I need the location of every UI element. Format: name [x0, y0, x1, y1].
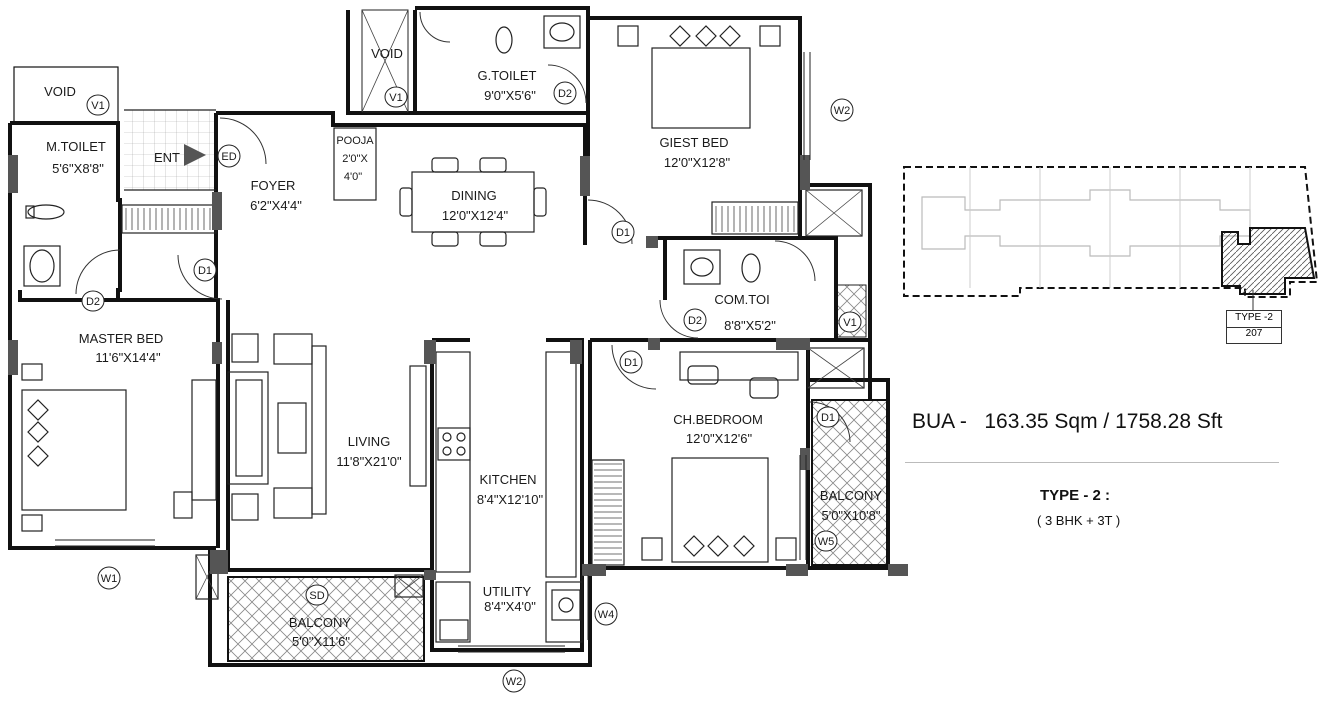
svg-text:V1: V1: [389, 92, 402, 104]
svg-text:D1: D1: [624, 357, 638, 369]
master-toilet-size: 5'6"X8'8": [52, 161, 104, 176]
svg-text:D2: D2: [86, 296, 100, 308]
balcony-right-name: BALCONY: [820, 488, 882, 503]
tag-w4: W4: [594, 602, 618, 626]
guest-bed-name: GIEST BED: [659, 135, 728, 150]
key-plan-legend: TYPE -2 207: [1226, 310, 1282, 344]
entry-tiles: [124, 110, 216, 190]
tag-ed: ED: [217, 144, 241, 168]
balcony-bottom-size: 5'0"X11'6": [292, 634, 350, 649]
svg-text:V1: V1: [91, 100, 104, 112]
interior-lines: [121, 9, 865, 643]
tag-d1: D1: [619, 350, 643, 374]
key-plan-unit-highlight: [1221, 227, 1316, 295]
utility-name: UTILITY: [483, 584, 532, 599]
dining-name: DINING: [451, 188, 497, 203]
svg-text:W2: W2: [834, 105, 851, 117]
tag-d2: D2: [683, 308, 707, 332]
master-toilet-name: M.TOILET: [46, 139, 106, 154]
pooja-size-a: 2'0"X: [342, 153, 368, 165]
pillows: [27, 25, 755, 557]
svg-text:W2: W2: [506, 676, 523, 688]
windows: [55, 52, 811, 653]
toilet-fixtures: [23, 15, 761, 287]
tag-sd: SD: [305, 584, 329, 606]
svg-text:D2: D2: [558, 88, 572, 100]
opening-tags: V1 V1 V1 W2 W2 W1 W4 W5 D1 D1 D1 D1 D2 D…: [81, 81, 862, 693]
svg-text:D1: D1: [616, 227, 630, 239]
svg-text:D1: D1: [198, 265, 212, 277]
tag-d1: D1: [611, 220, 635, 244]
svg-text:D2: D2: [688, 315, 702, 327]
svg-text:W4: W4: [598, 609, 615, 621]
type-title: TYPE - 2 :: [1040, 487, 1111, 504]
foyer-size: 6'2"X4'4": [250, 198, 302, 213]
tag-v1: V1: [384, 86, 408, 108]
svg-text:SD: SD: [309, 590, 324, 602]
tag-w5: W5: [814, 530, 838, 552]
svg-text:D1: D1: [821, 412, 835, 424]
built-up-area: BUA - 163.35 Sqm / 1758.28 Sft: [912, 410, 1223, 433]
key-plan-type-label: TYPE -2: [1227, 311, 1281, 328]
dining-size: 12'0"X12'4": [442, 208, 509, 223]
type-subtitle: ( 3 BHK + 3T ): [1037, 513, 1121, 528]
furniture: [21, 25, 797, 641]
kitchen-size: 8'4"X12'10": [477, 492, 544, 507]
tag-v1: V1: [838, 311, 862, 333]
svg-text:ED: ED: [221, 151, 236, 163]
svg-text:V1: V1: [843, 317, 856, 329]
tag-v1: V1: [86, 94, 110, 116]
void-left-label: VOID: [44, 84, 76, 99]
balcony-bottom-name: BALCONY: [289, 615, 351, 630]
master-bed-name: MASTER BED: [79, 331, 164, 346]
common-toilet-size: 8'8"X5'2": [724, 318, 776, 333]
common-toilet-name: COM.TOI: [714, 292, 769, 307]
living-name: LIVING: [348, 434, 391, 449]
kitchen-name: KITCHEN: [479, 472, 536, 487]
entry-label: ENT: [154, 150, 180, 165]
pooja-name: POOJA: [336, 135, 374, 147]
child-bedroom-size: 12'0"X12'6": [686, 431, 753, 446]
void-top-label: VOID: [371, 46, 403, 61]
child-bedroom-name: CH.BEDROOM: [673, 412, 763, 427]
tag-w2: W2: [830, 98, 854, 122]
tag-w1: W1: [97, 566, 121, 590]
key-plan-unit-number: 207: [1245, 328, 1263, 339]
room-labels: VOID VOID G.TOILET 9'0"X5'6" GIEST BED 1…: [44, 46, 882, 649]
divider: [905, 462, 1279, 463]
guest-toilet-size: 9'0"X5'6": [484, 88, 536, 103]
guest-bed-size: 12'0"X12'8": [664, 155, 731, 170]
tag-d1: D1: [816, 406, 840, 428]
living-size: 11'8"X21'0": [336, 454, 402, 469]
pooja-size-b: 4'0": [344, 171, 362, 183]
balcony-right-size: 5'0"X10'8": [821, 508, 880, 523]
entry-arrow-icon: [184, 144, 206, 166]
svg-text:W5: W5: [818, 536, 835, 548]
svg-text:W1: W1: [101, 573, 118, 585]
doors: [75, 11, 851, 443]
guest-toilet-name: G.TOILET: [478, 68, 537, 83]
foyer-name: FOYER: [251, 178, 296, 193]
tag-d2: D2: [81, 290, 105, 312]
tag-d1: D1: [193, 258, 217, 282]
key-plan: [903, 166, 1319, 310]
utility-size: 8'4"X4'0": [484, 599, 536, 614]
tag-d2: D2: [553, 81, 577, 105]
columns: [8, 155, 908, 580]
tag-w2: W2: [502, 669, 526, 693]
wardrobe-slats: [125, 206, 795, 561]
master-bed-size: 11'6"X14'4": [95, 350, 161, 365]
